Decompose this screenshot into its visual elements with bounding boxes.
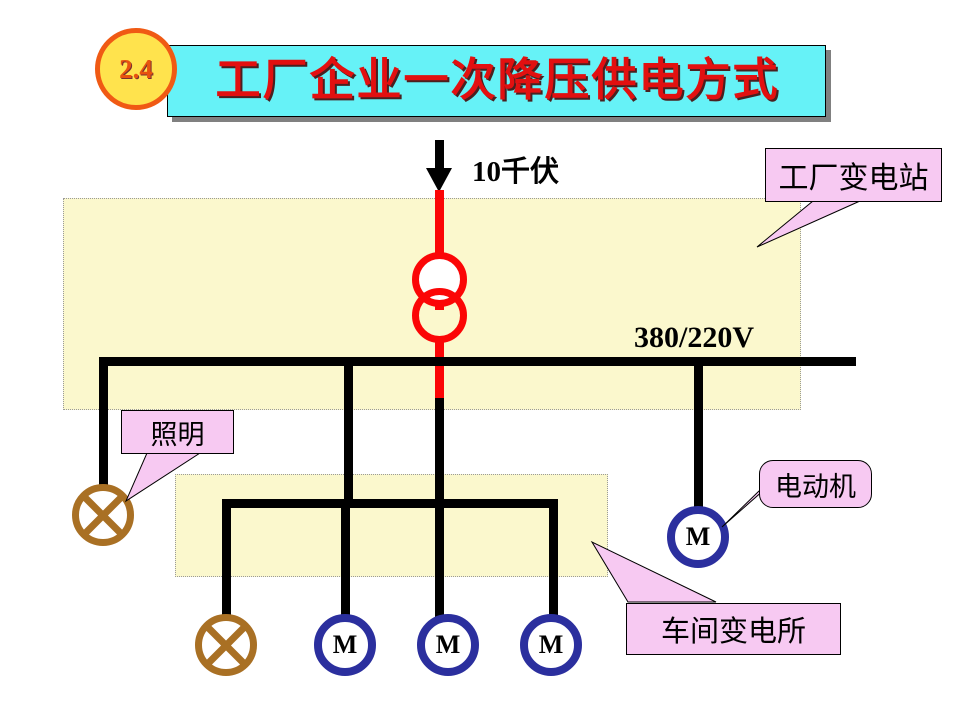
callout-plant-substation[interactable]: 工厂变电站 [765,148,942,202]
branch-drop-lighting [99,357,108,487]
motor-letter-label: M [435,630,461,659]
callout-plant-substation-label: 工厂变电站 [778,162,929,195]
main-busbar [99,357,856,366]
callout-lighting[interactable]: 照明 [121,410,234,454]
branch-drop-motor [694,357,703,512]
title-banner: 工厂企业一次降压供电方式 [167,45,826,117]
motor-circle-icon: M [520,614,582,676]
down-arrow-icon [426,168,452,192]
section-number-badge: 2.4 [95,28,177,110]
workshop-drop-motor-1 [341,499,350,619]
callout-motor-label: 电动机 [775,471,856,502]
busbar-voltage-label: 380/220V [634,321,754,354]
transformer-secondary-coil-icon [412,288,467,343]
lamp-circle-x-icon [195,614,257,676]
motor-circle-icon: M [314,614,376,676]
motor-letter-label: M [332,630,358,659]
workshop-drop-motor-2 [435,499,444,619]
lv-line-from-transformer [435,338,444,400]
page-title: 工厂企业一次降压供电方式 [215,55,780,105]
workshop-substation-area [175,474,608,577]
lamp-circle-x-icon [72,484,134,546]
callout-lighting-label: 照明 [150,419,205,450]
motor-circle-icon: M [417,614,479,676]
callout-workshop-substation[interactable]: 车间变电所 [626,603,841,655]
incoming-voltage-label: 10千伏 [472,156,560,188]
incoming-arrow-shaft [435,140,444,178]
workshop-drop-motor-3 [549,499,558,619]
motor-letter-label: M [685,522,711,551]
section-number-label: 2.4 [119,54,153,84]
workshop-drop-lamp [222,499,231,619]
callout-motor[interactable]: 电动机 [759,460,872,508]
branch-drop-center [435,398,444,502]
workshop-busbar [222,499,558,508]
motor-circle-icon: M [667,506,729,568]
hv-line-upper [435,190,444,258]
callout-workshop-substation-label: 车间变电所 [660,616,806,648]
motor-letter-label: M [538,630,564,659]
branch-drop-workshop [344,357,353,502]
